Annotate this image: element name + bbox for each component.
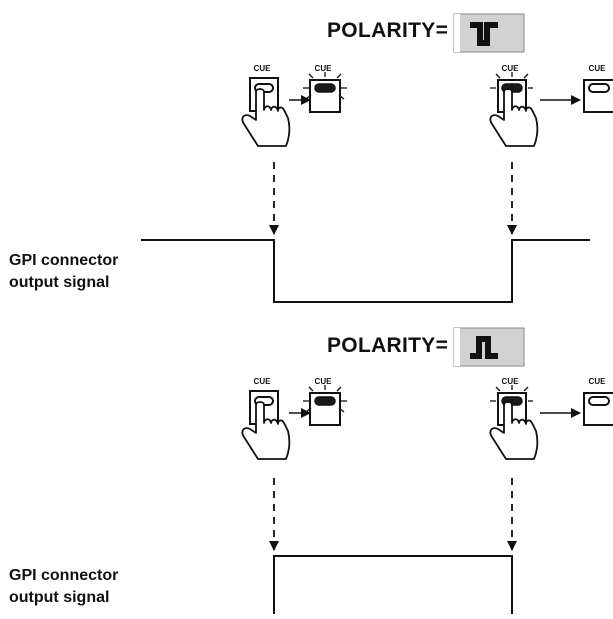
pointing-hand-icon: [241, 401, 291, 460]
svg-text:CUE: CUE: [502, 377, 520, 386]
glow-rays: [303, 72, 347, 100]
glow-rays: [490, 385, 533, 402]
polarity-indicator-box: [453, 13, 525, 53]
cue-key-idle: CUE: [583, 64, 613, 113]
glow-rays: [303, 385, 347, 413]
svg-text:CUE: CUE: [502, 64, 520, 73]
section-positive-polarity: CUE CUE CUE: [241, 327, 613, 614]
cue-key-lit: CUE: [303, 377, 347, 426]
cue-key-idle: CUE: [583, 377, 613, 426]
signal-label-line2: output signal: [9, 589, 110, 606]
active-high-pulse-icon: [470, 336, 498, 359]
pointing-hand-icon: [241, 88, 291, 147]
pointing-hand-icon: [489, 401, 539, 460]
active-low-pulse-icon: [470, 22, 498, 46]
signal-label-line1: GPI connector: [9, 252, 119, 269]
svg-text:CUE: CUE: [254, 377, 272, 386]
cue-key-lit-pressed: CUE: [489, 64, 539, 147]
cue-key-lit-pressed: CUE: [489, 377, 539, 460]
signal-label-line2: output signal: [9, 274, 110, 291]
signal-label: GPI connector output signal: [9, 250, 118, 294]
polarity-label: POLARITY=: [327, 19, 449, 42]
pointing-hand-icon: [489, 88, 539, 147]
cue-key-idle-pressed: CUE: [241, 64, 291, 147]
section-negative-polarity: CUE CUE CUE: [141, 13, 613, 303]
svg-text:CUE: CUE: [254, 64, 272, 73]
svg-text:CUE: CUE: [315, 377, 333, 386]
glow-rays: [490, 72, 533, 89]
svg-text:CUE: CUE: [315, 64, 333, 73]
signal-label-line1: GPI connector: [9, 567, 119, 584]
svg-text:CUE: CUE: [589, 64, 607, 73]
polarity-indicator-box: [453, 327, 525, 367]
polarity-label: POLARITY=: [327, 334, 449, 357]
gpi-output-waveform: [273, 555, 513, 614]
svg-text:CUE: CUE: [589, 377, 607, 386]
gpi-output-waveform: [141, 239, 590, 303]
cue-key-idle-pressed: CUE: [241, 377, 291, 460]
signal-label: GPI connector output signal: [9, 565, 118, 609]
cue-key-lit: CUE: [303, 64, 347, 113]
